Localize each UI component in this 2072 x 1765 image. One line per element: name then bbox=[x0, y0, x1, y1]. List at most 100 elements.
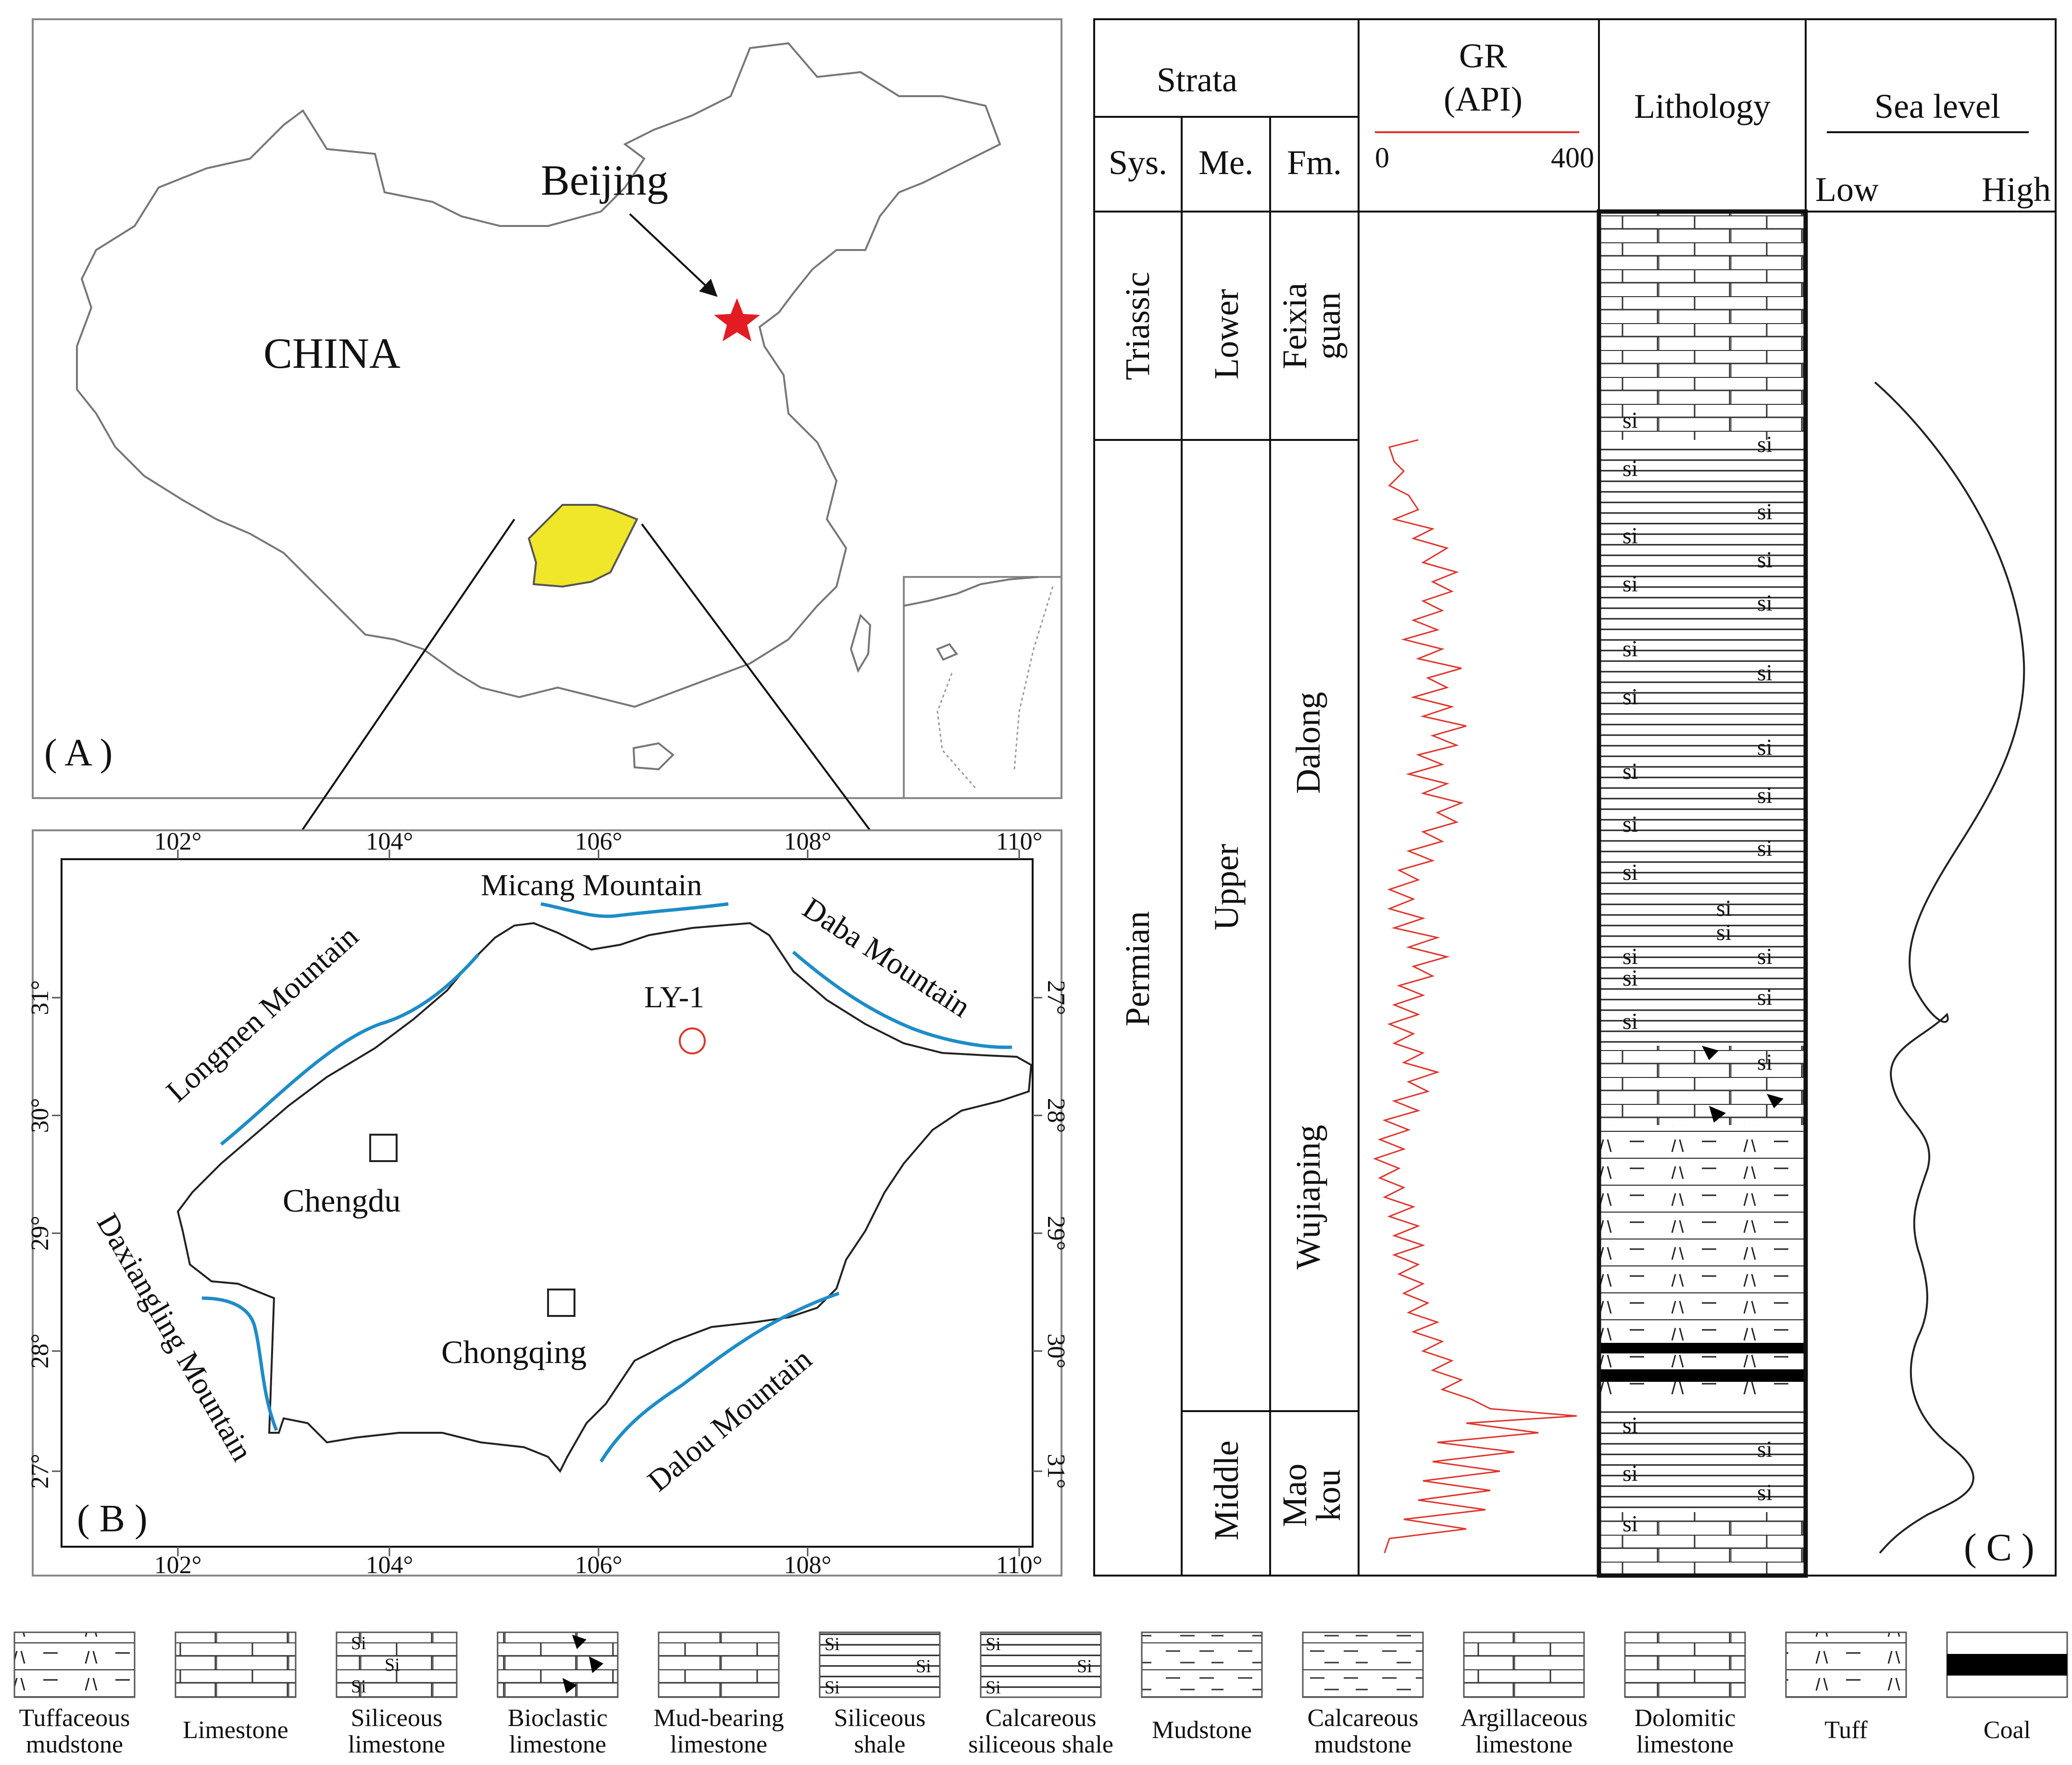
well-ly1-marker bbox=[679, 1027, 706, 1054]
left-tick-label: 30° bbox=[26, 1098, 54, 1133]
si-symbol: si bbox=[1623, 812, 1638, 837]
beijing-label: Beijing bbox=[541, 157, 668, 204]
si-symbol: si bbox=[1623, 1009, 1638, 1034]
chengdu-marker bbox=[369, 1134, 398, 1162]
capital-star bbox=[714, 298, 760, 341]
bioclast-mark bbox=[1709, 1106, 1726, 1123]
litho-coal-bed-2 bbox=[1599, 1369, 1806, 1382]
right-degree-labels: 27° 28° 29° 30° 31° bbox=[1042, 980, 1070, 1489]
si-symbol: si bbox=[1757, 836, 1772, 861]
panel-b-outer-frame bbox=[32, 829, 1062, 1577]
legend-label-line1: Bioclastic bbox=[508, 1704, 608, 1732]
legend-item-bioclastic-limestone: Bioclastic limestone bbox=[497, 1631, 619, 1758]
legend-item-coal: Coal bbox=[1946, 1631, 2068, 1744]
sea-level-high: High bbox=[1982, 170, 2051, 209]
legend-label-line2: mudstone bbox=[26, 1731, 123, 1758]
right-tick-label: 27° bbox=[1042, 980, 1070, 1015]
si-symbol: si bbox=[1623, 1461, 1638, 1486]
micang-mountain-label: Micang Mountain bbox=[481, 868, 702, 902]
member-lower: Lower bbox=[1207, 289, 1246, 379]
strata-header: Strata bbox=[1157, 61, 1237, 99]
legend-label-line2: siliceous shale bbox=[968, 1731, 1113, 1758]
legend-item-siliceous-limestone: Si Si Si Siliceous limestone bbox=[336, 1631, 458, 1758]
legend-label-line1: Coal bbox=[1984, 1716, 2031, 1744]
chongqing-label: Chongqing bbox=[441, 1334, 587, 1370]
legend-label-line1: Mudstone bbox=[1152, 1716, 1252, 1744]
daxiangling-mountain-line bbox=[201, 1296, 278, 1431]
chongqing-marker bbox=[547, 1289, 575, 1317]
legend-item-mud-bearing-limestone: Mud-bearing limestone bbox=[653, 1631, 784, 1758]
legend-item-limestone: Limestone bbox=[175, 1631, 297, 1744]
legend-label-line1: Calcareous bbox=[1307, 1704, 1418, 1732]
legend-label-line2: limestone bbox=[670, 1731, 767, 1758]
si-symbol: si bbox=[1757, 1480, 1772, 1505]
south-china-sea-inset bbox=[903, 576, 1062, 799]
sea-level-header: Sea level bbox=[1874, 87, 2000, 125]
sea-level-curve bbox=[1874, 381, 2025, 1554]
si-symbol: si bbox=[1757, 944, 1772, 969]
left-degree-labels: 31° 30° 29° 28° 27° bbox=[26, 980, 54, 1489]
bottom-tick-label: 110° bbox=[996, 1552, 1043, 1579]
si-symbol: si bbox=[1623, 571, 1638, 597]
panel-b-inner-frame bbox=[61, 858, 1034, 1548]
si-symbol: si bbox=[1623, 684, 1638, 710]
gr-title: GR bbox=[1459, 37, 1507, 75]
bioclast-symbols bbox=[1702, 1046, 1784, 1123]
si-symbol: si bbox=[1757, 1050, 1772, 1075]
gr-scale-max: 400 bbox=[1551, 142, 1594, 174]
legend-item-mudstone: Mudstone bbox=[1141, 1631, 1263, 1744]
hainan-island bbox=[632, 742, 674, 771]
dalou-mountain-line bbox=[599, 1291, 840, 1463]
legend-si-label: Si bbox=[986, 1677, 1001, 1698]
bottom-degree-labels: 102° 104° 106° 108° 110° bbox=[154, 1552, 1043, 1579]
formation-wujiaping: Wujiaping bbox=[1289, 1125, 1327, 1269]
si-symbol: si bbox=[1757, 985, 1772, 1010]
si-symbol: si bbox=[1757, 499, 1772, 525]
daba-mountain-line bbox=[792, 951, 1012, 1049]
si-symbol: si bbox=[1623, 636, 1638, 662]
bioclast-mark bbox=[1767, 1094, 1784, 1108]
bioclast-mark bbox=[1702, 1046, 1719, 1060]
legend-label-line2: limestone bbox=[1475, 1731, 1573, 1758]
litho-maokou-limestone bbox=[1599, 1512, 1806, 1576]
si-symbol: si bbox=[1623, 1413, 1638, 1438]
legend-si-label: Si bbox=[351, 1633, 366, 1653]
right-tick-label: 28° bbox=[1042, 1098, 1070, 1133]
panel-a-label: ( A ) bbox=[44, 732, 112, 774]
longitude-ticks bbox=[52, 850, 1042, 1556]
legend-si-label: Si bbox=[986, 1634, 1001, 1654]
legend-si-label: Si bbox=[824, 1634, 840, 1654]
well-ly1-label: LY-1 bbox=[644, 980, 704, 1014]
legend-label-line2: limestone bbox=[509, 1731, 606, 1758]
top-tick-label: 106° bbox=[575, 828, 623, 855]
legend-label-line1: Tuffaceous bbox=[19, 1704, 130, 1732]
taiwan-island bbox=[849, 613, 872, 673]
legend-item-siliceous-shale: Si Si Si Siliceous shale bbox=[819, 1631, 941, 1758]
top-tick-label: 104° bbox=[366, 828, 413, 855]
si-symbols: si si si si si si si si si si si si si s… bbox=[1623, 408, 1772, 1537]
gr-unit: (API) bbox=[1444, 80, 1523, 118]
formation-feixiaguan-2: guan bbox=[1309, 292, 1348, 360]
legend-si-label: Si bbox=[385, 1655, 400, 1675]
sichuan-basin-outline bbox=[176, 922, 1033, 1473]
lithology-column: si si si si si si si si si si si si si s… bbox=[1597, 209, 1808, 1578]
formation-feixiaguan-1: Feixia bbox=[1275, 283, 1314, 369]
top-degree-labels: 102° 104° 106° 108° 110° bbox=[154, 828, 1043, 855]
legend-label-line1: Dolomitic bbox=[1635, 1704, 1736, 1732]
legend-item-argillaceous-limestone: Argillaceous limestone bbox=[1460, 1631, 1587, 1758]
si-symbol: si bbox=[1716, 896, 1732, 921]
si-symbol: si bbox=[1623, 759, 1638, 784]
litho-wujiaping-bioclastic bbox=[1599, 1046, 1806, 1125]
chengdu-label: Chengdu bbox=[283, 1182, 401, 1219]
legend-label-line1: Tuff bbox=[1824, 1716, 1868, 1744]
right-tick-label: 30° bbox=[1042, 1334, 1070, 1369]
si-symbol: si bbox=[1623, 456, 1638, 481]
system-triassic: Triassic bbox=[1118, 272, 1157, 380]
legend-item-calcareous-siliceous-shale: Si Si Si Calcareous siliceous shale bbox=[968, 1631, 1113, 1758]
legend-item-tuff: Tuff bbox=[1785, 1631, 1907, 1744]
litho-feixiaguan-limestone bbox=[1599, 212, 1806, 440]
me-column-header: Me. bbox=[1198, 143, 1253, 182]
si-symbol: si bbox=[1623, 944, 1638, 969]
si-symbol: si bbox=[1623, 965, 1638, 991]
